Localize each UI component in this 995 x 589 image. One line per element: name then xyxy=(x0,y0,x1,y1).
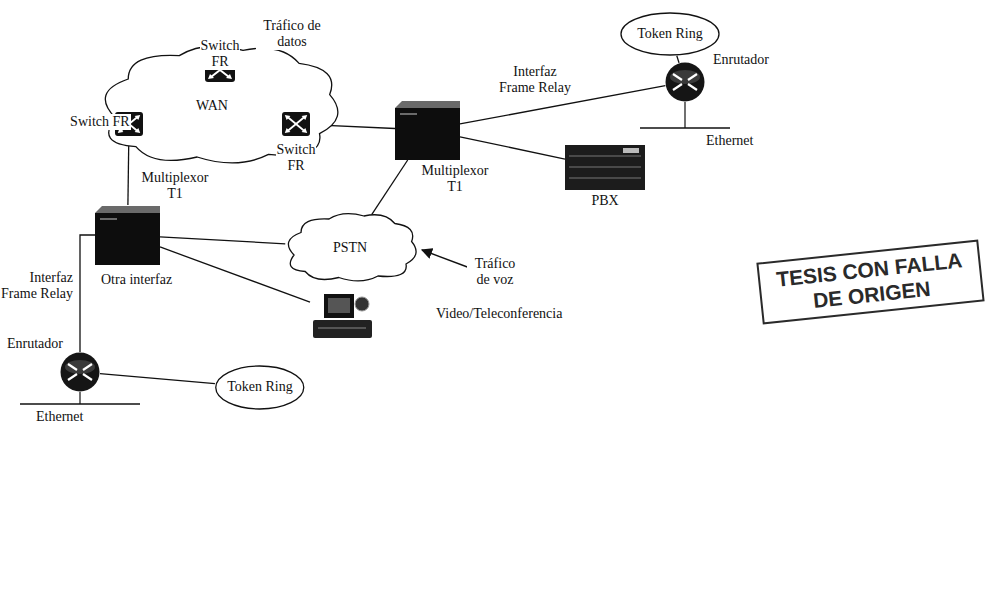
ethernet-label: Ethernet xyxy=(35,409,84,425)
shape-part xyxy=(328,298,350,313)
link-line xyxy=(100,374,215,384)
multiplexer-box-outline xyxy=(395,100,460,160)
shape-part xyxy=(395,108,460,160)
stamp-text: TESIS CON FALLA DE ORIGEN xyxy=(756,239,984,324)
shape-part xyxy=(673,74,697,90)
multiplexer-box: Multiplexor T1 xyxy=(95,205,160,265)
shape-part xyxy=(569,177,641,178)
multiplexer-box-outline xyxy=(95,205,160,265)
pstn-cloud: PSTN xyxy=(280,210,420,285)
device-name: Switch FR xyxy=(276,142,317,174)
interface-label: Otra interfaz xyxy=(100,272,173,288)
device-name: Enrutador xyxy=(712,52,770,68)
traffic-label: Tráfico de datos xyxy=(256,18,328,50)
shape-part xyxy=(95,206,160,213)
shape-part xyxy=(313,320,372,338)
shape-part xyxy=(65,360,95,374)
shape-part xyxy=(318,327,366,328)
switch-icon: Switch FR xyxy=(205,58,235,82)
shape-part xyxy=(565,145,645,190)
switch-icon: Switch FR xyxy=(282,112,310,136)
ethernet-bus xyxy=(20,403,140,404)
device-name: PBX xyxy=(590,193,619,209)
ethernet-label: Ethernet xyxy=(705,133,754,149)
switch-icon: Switch FR xyxy=(115,112,143,136)
link-line xyxy=(160,247,310,302)
device-name: Switch FR xyxy=(69,114,131,130)
device-name: Enrutador xyxy=(6,336,64,352)
network-name: Token Ring xyxy=(226,379,294,395)
multiplexer-box: Multiplexor T1 xyxy=(395,100,460,160)
video-device-outline xyxy=(310,288,375,340)
network-name: WAN xyxy=(195,98,229,114)
router-icon-outline xyxy=(665,62,705,102)
link-line xyxy=(372,160,408,215)
shape-part xyxy=(623,148,639,153)
shape-part xyxy=(395,101,460,108)
router-icon: Enrutador xyxy=(60,352,100,392)
router-icon: Enrutador xyxy=(665,62,705,102)
link-line xyxy=(160,237,285,244)
router-icon-outline xyxy=(60,352,100,392)
shape-part xyxy=(61,353,100,392)
shape-part xyxy=(285,115,307,133)
video-device: Video/Teleconferencia xyxy=(310,288,375,340)
shape-part xyxy=(569,155,641,156)
shape-part xyxy=(324,294,354,318)
device-name: Multiplexor T1 xyxy=(141,170,210,202)
network-name: Token Ring xyxy=(636,26,704,42)
link-line xyxy=(80,235,95,352)
interface-label: Interfaz Frame Relay xyxy=(495,64,575,96)
shape-part xyxy=(569,166,641,167)
shape-part xyxy=(621,13,719,55)
shape-part xyxy=(216,366,304,409)
token-ring: Token Ring xyxy=(214,365,306,410)
shape-part xyxy=(288,117,305,131)
shape-part xyxy=(355,297,369,311)
shape-part xyxy=(68,364,92,380)
pbx-box: PBX xyxy=(565,145,645,190)
pointer-arrow xyxy=(422,250,470,268)
interface-label: Interfaz Frame Relay xyxy=(0,270,74,302)
shape-part xyxy=(100,218,117,220)
link-line xyxy=(677,56,679,63)
traffic-label: Tráfico de voz xyxy=(467,256,524,288)
token-ring: Token Ring xyxy=(620,12,720,56)
shape-part xyxy=(670,70,700,84)
pbx-box-outline xyxy=(565,145,645,190)
ethernet-bus xyxy=(640,127,730,128)
ethernet-drop xyxy=(79,392,80,404)
shape-part xyxy=(288,214,416,281)
network-name: PSTN xyxy=(332,240,368,256)
link-line xyxy=(460,137,565,159)
wan-cloud: WANSwitch FRSwitch FRSwitch FR xyxy=(90,40,345,170)
shape-part xyxy=(666,63,705,102)
shape-part xyxy=(95,213,160,265)
device-name: Switch FR xyxy=(200,38,241,70)
ethernet-drop xyxy=(684,102,685,128)
device-name: Video/Teleconferencia xyxy=(435,306,563,322)
shape-part xyxy=(400,113,417,115)
switch-icon-outline xyxy=(282,112,310,136)
device-name: Multiplexor T1 xyxy=(421,163,490,195)
shape-part xyxy=(282,112,310,136)
